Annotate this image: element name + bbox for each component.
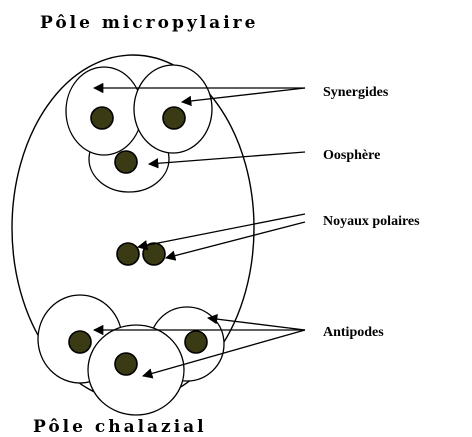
oosphere-pointer: [149, 152, 305, 164]
antipodal-nucleus-left: [69, 331, 91, 353]
polar-nuclei-pointer-upper: [138, 214, 305, 247]
antipodal-nucleus-right: [185, 331, 207, 353]
polar-nucleus-right: [143, 243, 165, 265]
antipodes-pointer-right: [208, 318, 305, 330]
label-oosphere: Oosphère: [323, 148, 380, 163]
synergid-nucleus-left: [91, 107, 113, 129]
antipodal-nucleus-bottom: [115, 353, 137, 375]
micropylar-pole-title: Pôle micropylaire: [40, 13, 258, 33]
synergid-nucleus-right: [163, 107, 185, 129]
chalazal-pole-title: Pôle chalazial: [33, 417, 207, 437]
label-noyaux-polaires: Noyaux polaires: [323, 214, 420, 229]
label-synergides: Synergides: [323, 85, 389, 100]
polar-nucleus-left: [117, 243, 139, 265]
oosphere-nucleus: [115, 151, 137, 173]
label-antipodes: Antipodes: [323, 325, 384, 340]
